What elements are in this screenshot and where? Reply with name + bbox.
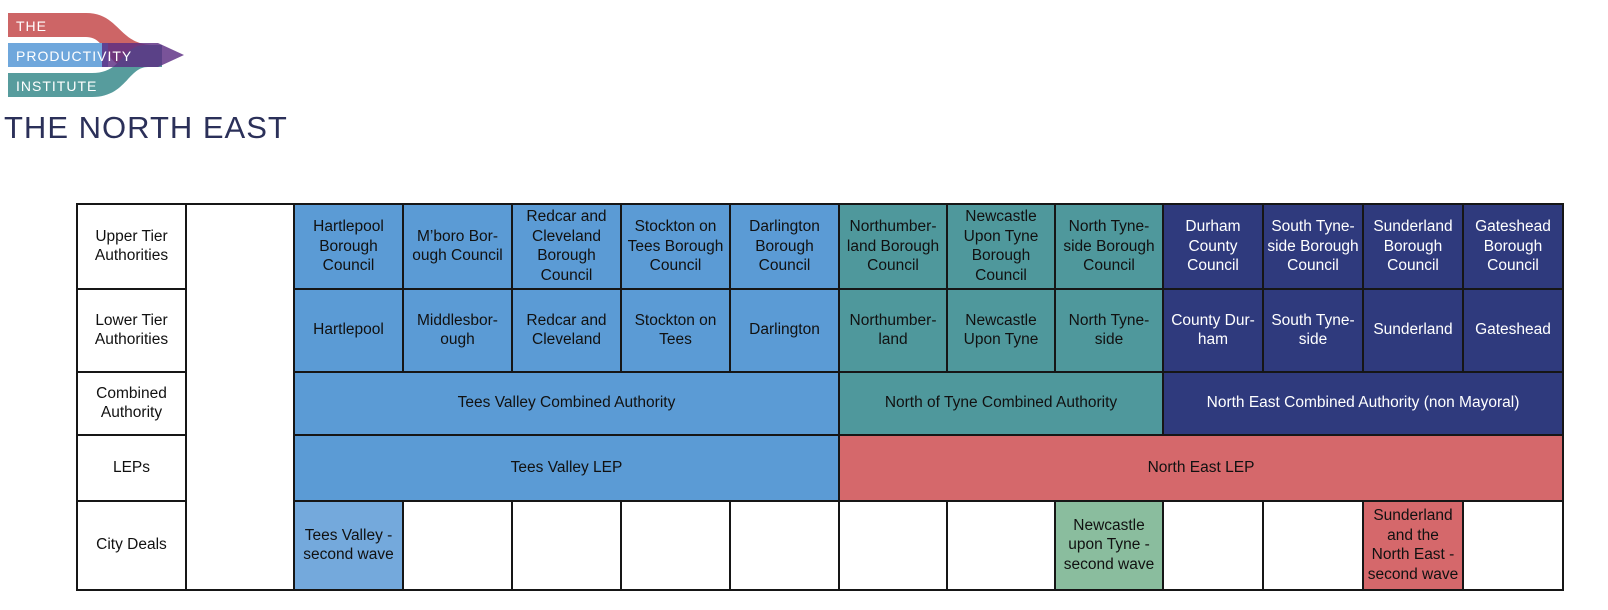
city-deal-cell: Newcastle upon Tyne - second wave — [1054, 499, 1164, 591]
lower-tier-cell: Newcastle Upon Tyne — [946, 287, 1056, 373]
upper-tier-cell: North Tyne- side Borough Council — [1054, 203, 1164, 290]
productivity-institute-logo: THE PRODUCTIVITY INSTITUTE — [6, 5, 206, 103]
upper-tier-cell: Gateshead Borough Council — [1462, 203, 1564, 290]
upper-tier-cell: Redcar and Cleveland Borough Council — [511, 203, 622, 290]
lower-tier-cell: Middlesbor- ough — [402, 287, 513, 373]
row-label-upper-tier: Upper Tier Authorities — [76, 203, 187, 290]
lep-cell: North East LEP — [838, 433, 1564, 502]
logo-ribbons-icon: THE PRODUCTIVITY INSTITUTE — [8, 13, 184, 97]
lower-tier-cell: South Tyne- side — [1262, 287, 1364, 373]
lower-tier-cell: Northumber- land — [838, 287, 948, 373]
city-deal-cell: Tees Valley - second wave — [293, 499, 404, 591]
city-deal-cell: Sunderland and the North East - second w… — [1362, 499, 1464, 591]
row-label-city-deals: City Deals — [76, 499, 187, 591]
logo-text-productivity: PRODUCTIVITY — [16, 48, 132, 64]
upper-tier-cell: M’boro Bor- ough Council — [402, 203, 513, 290]
empty-cell — [511, 499, 622, 591]
page-title: THE NORTH EAST — [4, 110, 288, 145]
empty-cell — [1162, 499, 1264, 591]
upper-tier-cell: Durham County Council — [1162, 203, 1264, 290]
upper-tier-cell: Stockton on Tees Borough Council — [620, 203, 731, 290]
lower-tier-cell: Sunderland — [1362, 287, 1464, 373]
upper-tier-cell: Newcastle Upon Tyne Borough Council — [946, 203, 1056, 290]
blank-column — [185, 203, 295, 591]
upper-tier-cell: Northumber- land Borough Council — [838, 203, 948, 290]
lower-tier-cell: Gateshead — [1462, 287, 1564, 373]
empty-cell — [729, 499, 840, 591]
row-label-combined-authority: Combined Authority — [76, 370, 187, 436]
empty-cell — [1262, 499, 1364, 591]
empty-cell — [946, 499, 1056, 591]
upper-tier-cell: Hartlepool Borough Council — [293, 203, 404, 290]
lower-tier-cell: Redcar and Cleveland — [511, 287, 622, 373]
combined-authority-cell: North East Combined Authority (non Mayor… — [1162, 370, 1564, 436]
lower-tier-cell: County Dur- ham — [1162, 287, 1264, 373]
lower-tier-cell: Stockton on Tees — [620, 287, 731, 373]
combined-authority-cell: North of Tyne Combined Authority — [838, 370, 1164, 436]
lower-tier-cell: Hartlepool — [293, 287, 404, 373]
lower-tier-cell: Darlington — [729, 287, 840, 373]
empty-cell — [1462, 499, 1564, 591]
governance-table: Upper Tier Authorities Hartlepool Boroug… — [76, 203, 1564, 591]
empty-cell — [838, 499, 948, 591]
lower-tier-cell: North Tyne- side — [1054, 287, 1164, 373]
logo-text-the: THE — [16, 18, 47, 34]
empty-cell — [402, 499, 513, 591]
combined-authority-cell: Tees Valley Combined Authority — [293, 370, 840, 436]
upper-tier-cell: Darlington Borough Council — [729, 203, 840, 290]
upper-tier-cell: Sunderland Borough Council — [1362, 203, 1464, 290]
logo-text-institute: INSTITUTE — [16, 78, 97, 94]
lep-cell: Tees Valley LEP — [293, 433, 840, 502]
row-label-leps: LEPs — [76, 433, 187, 502]
row-label-lower-tier: Lower Tier Authorities — [76, 287, 187, 373]
empty-cell — [620, 499, 731, 591]
upper-tier-cell: South Tyne- side Borough Council — [1262, 203, 1364, 290]
